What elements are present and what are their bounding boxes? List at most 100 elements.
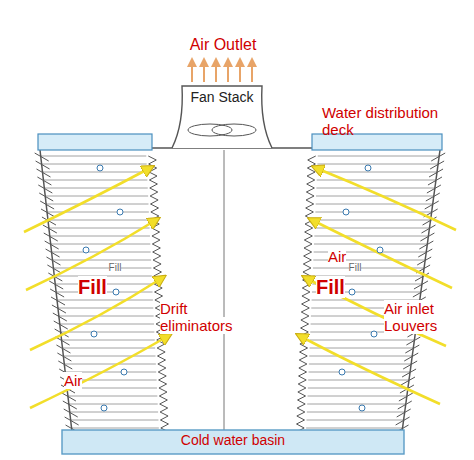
fill-line <box>72 428 159 429</box>
fill-line <box>317 180 436 181</box>
drift-eliminator <box>296 156 316 432</box>
label-text: Drift eliminators <box>160 300 233 334</box>
part-label: Water distribution deck <box>322 104 456 139</box>
fan-stack-shape <box>172 86 272 148</box>
node-label: Fan Stack <box>190 90 253 105</box>
fill-line <box>71 420 159 421</box>
fill-line <box>308 380 409 381</box>
fill-line <box>307 420 404 421</box>
fill-line <box>57 300 153 301</box>
fill-line <box>309 364 411 365</box>
fill-line <box>58 308 153 309</box>
fill-line <box>59 316 154 317</box>
outlet-arrow <box>215 62 217 82</box>
water-droplet <box>359 405 365 411</box>
part-label: Air <box>64 372 104 389</box>
fill-line <box>308 388 408 389</box>
air-flow-arrow <box>316 168 456 230</box>
water-droplet <box>101 405 107 411</box>
cold-water-basin: Cold water basin <box>62 430 404 454</box>
part-label: Fill <box>78 276 128 299</box>
fill-line <box>61 332 155 333</box>
fill-line <box>307 404 406 405</box>
fill-line <box>62 348 155 349</box>
fill-line <box>315 220 431 221</box>
fill-line <box>51 244 151 245</box>
fill-line <box>63 356 155 357</box>
center-partition <box>224 150 225 430</box>
water-droplet <box>371 331 377 337</box>
fill-line <box>315 228 430 229</box>
fill-line <box>42 172 147 173</box>
fill-line <box>50 236 150 237</box>
fill-line <box>46 204 148 205</box>
water-droplet <box>349 289 355 295</box>
fill-line <box>316 196 434 197</box>
fill-line <box>41 156 147 157</box>
fill-line <box>307 412 405 413</box>
air-flow-arrow <box>300 336 440 404</box>
fill-line <box>64 364 156 365</box>
fill-tag: Fill <box>340 262 370 274</box>
part-label: Drift eliminators <box>160 300 250 335</box>
water-droplet <box>97 165 103 171</box>
node-label: Cold water basin <box>181 433 285 448</box>
label-text: Fill <box>349 262 362 273</box>
outlet-arrow <box>227 62 229 82</box>
air-flow-arrow <box>24 168 150 232</box>
fan-blade <box>188 124 232 136</box>
fill-line <box>316 188 434 189</box>
fill-line <box>43 180 147 181</box>
fill-line <box>314 236 428 237</box>
fill-line <box>316 204 433 205</box>
air-flow-arrows <box>24 168 456 408</box>
fill-line <box>318 156 439 157</box>
fill-line <box>308 396 407 397</box>
water-droplet <box>121 369 127 375</box>
fill-line <box>317 164 438 165</box>
label-text: Water distribution deck <box>322 104 438 138</box>
label-text: Air <box>64 372 82 389</box>
outlet-arrows <box>192 62 252 82</box>
label-text: Air <box>328 248 346 265</box>
part-label: Air inlet Louvers <box>384 300 462 335</box>
label-text: Air inlet Louvers <box>384 300 437 334</box>
water-droplet <box>117 209 123 215</box>
water-droplet <box>83 247 89 253</box>
fill-line <box>317 172 437 173</box>
water-droplet <box>113 289 119 295</box>
fill-tag: Fill <box>100 262 130 274</box>
water-droplet <box>91 331 97 337</box>
outlet-arrow <box>191 62 193 82</box>
water-droplet <box>365 165 371 171</box>
water-droplet <box>339 369 345 375</box>
outlet-arrow <box>203 62 205 82</box>
fill-line <box>48 220 149 221</box>
water-droplet <box>343 209 349 215</box>
water-droplets <box>83 165 383 411</box>
fill-line <box>49 228 150 229</box>
fill-line <box>69 404 158 405</box>
outlet-arrow <box>239 62 241 82</box>
outlet-arrow <box>251 62 253 82</box>
fill-line <box>309 372 411 373</box>
fill-line <box>44 188 147 189</box>
label-text: Fill <box>109 262 122 273</box>
fan-stack: Fan Stack <box>170 84 274 148</box>
fill-line <box>306 428 402 429</box>
air-flow-arrow <box>30 336 168 408</box>
fill-line <box>314 244 427 245</box>
label-text: Air Outlet <box>190 36 257 53</box>
part-label: Air <box>328 248 368 265</box>
fill-line <box>68 396 157 397</box>
fill-line <box>52 260 151 261</box>
distribution-deck <box>38 134 152 150</box>
part-label: Fill <box>316 276 366 299</box>
part-label: Air Outlet <box>168 36 278 54</box>
fill-line <box>309 356 412 357</box>
fill-line <box>62 340 155 341</box>
fill-line <box>70 412 158 413</box>
fill-line <box>60 324 154 325</box>
fill-line <box>42 164 147 165</box>
